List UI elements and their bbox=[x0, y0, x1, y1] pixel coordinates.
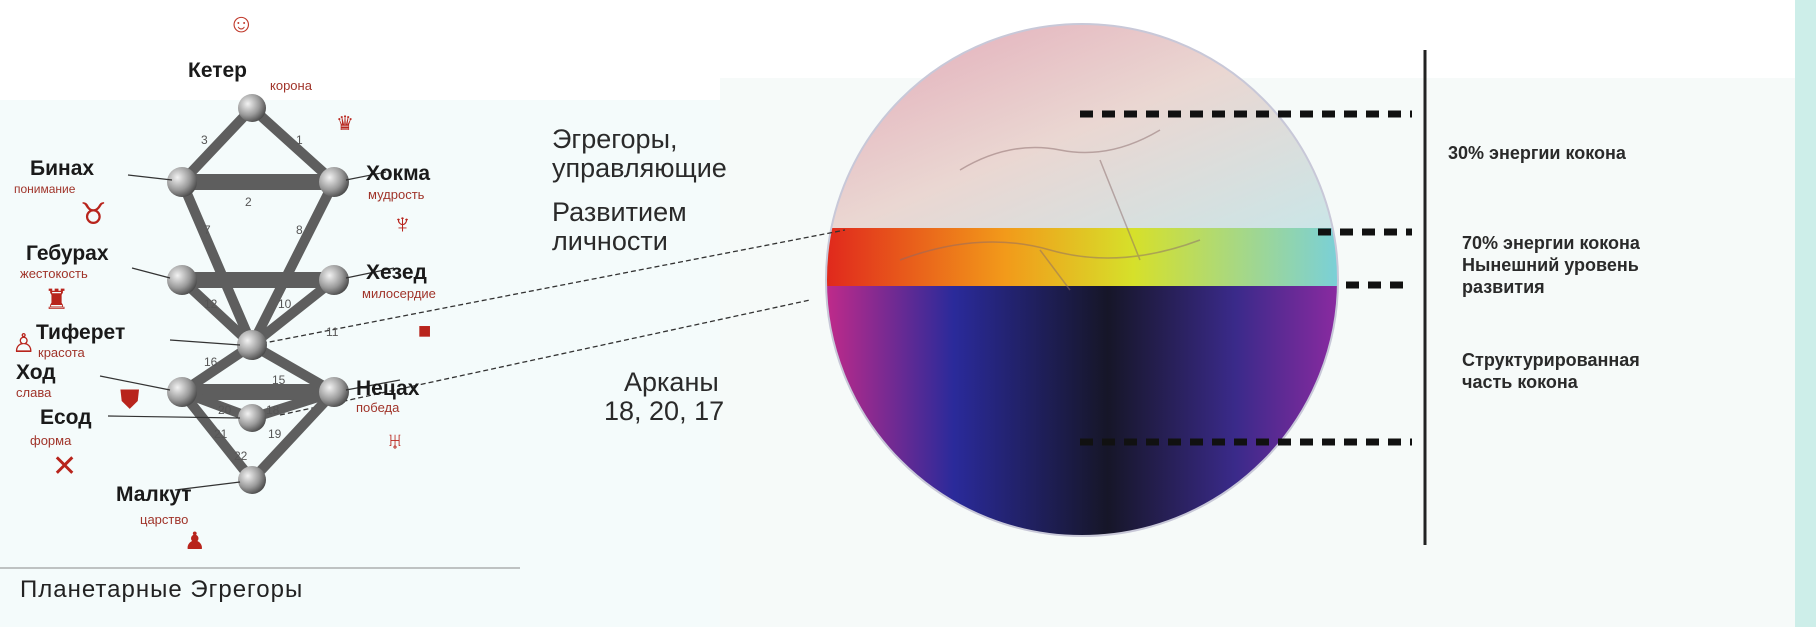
yesod-sub: форма bbox=[30, 433, 72, 448]
energy-70-line2: Нынешний уровень bbox=[1462, 255, 1639, 275]
footer-caption: Планетарные Эгрегоры bbox=[20, 576, 304, 603]
geburah-label: Гебурах bbox=[26, 242, 109, 265]
path-number: 11 bbox=[326, 325, 339, 339]
tree-nodes bbox=[167, 94, 349, 494]
path-number: 12 bbox=[204, 297, 218, 311]
path-number: 7 bbox=[204, 223, 211, 237]
netzah-sub: победа bbox=[356, 400, 400, 415]
structured-line2: часть кокона bbox=[1462, 372, 1578, 392]
energy-70-line1: 70% энергии кокона bbox=[1462, 233, 1640, 253]
geburah-sub: жестокость bbox=[20, 266, 88, 281]
binah-sub: понимание bbox=[14, 182, 76, 196]
crown-icon: ♛ bbox=[336, 113, 354, 135]
tiferet-sub: красота bbox=[38, 345, 85, 360]
egregors-text-line3: Развитием bbox=[552, 197, 687, 227]
shield-icon: ⛊ bbox=[120, 384, 140, 414]
path-number: 15 bbox=[272, 373, 286, 387]
keter-label: Кетер bbox=[188, 59, 248, 82]
connector-lower bbox=[279, 299, 811, 416]
malkut-label: Малкут bbox=[116, 483, 192, 506]
path-number: 22 bbox=[234, 449, 248, 463]
top-band bbox=[0, 0, 1816, 92]
malkut-sub: царство bbox=[140, 512, 189, 527]
hesed-label: Хезед bbox=[366, 261, 427, 284]
path-number: 21 bbox=[214, 427, 228, 441]
bell-icon: ♟ bbox=[184, 528, 206, 555]
path-number: 20 bbox=[218, 403, 232, 417]
chalice-icon: ♅ bbox=[386, 428, 404, 455]
candelabra-icon: ♆ bbox=[392, 208, 413, 239]
hesed-sub: милосердие bbox=[362, 286, 436, 301]
arcana-line1: Арканы bbox=[624, 367, 719, 397]
cross-icon: ✕ bbox=[52, 450, 78, 483]
path-number: 1 bbox=[296, 133, 303, 147]
tiferet-label: Тиферет bbox=[36, 321, 126, 344]
hokhma-sub: мудрость bbox=[368, 187, 425, 202]
path-number: 19 bbox=[268, 427, 282, 441]
path-number: 16 bbox=[204, 355, 218, 369]
egregors-text-line2: управляющие bbox=[552, 153, 727, 183]
energy-70-line3: развития bbox=[1462, 277, 1545, 297]
path-number: 2 bbox=[245, 195, 252, 209]
arcana-line2: 18, 20, 17 bbox=[604, 396, 725, 426]
sphere-outline bbox=[825, 23, 1339, 537]
hod-sub: слава bbox=[16, 385, 52, 400]
hod-label: Ход bbox=[16, 361, 56, 384]
castle-icon: ♜ bbox=[44, 284, 70, 315]
binah-label: Бинах bbox=[30, 157, 95, 180]
path-number: 10 bbox=[278, 297, 292, 311]
yesod-label: Есод bbox=[40, 406, 92, 429]
bull-icon: ♉ bbox=[80, 198, 107, 231]
energy-30-label: 30% энергии кокона bbox=[1448, 143, 1626, 163]
egregors-text-line4: личности bbox=[552, 226, 668, 256]
egregors-text-line1: Эгрегоры, bbox=[552, 124, 678, 154]
square-icon: ■ bbox=[418, 318, 432, 343]
path-number: 3 bbox=[201, 133, 208, 147]
keter-sub: корона bbox=[270, 78, 312, 93]
figure-icon: ♙ bbox=[12, 328, 36, 358]
connector-upper bbox=[253, 229, 846, 346]
left-panel bbox=[0, 100, 720, 627]
face-icon: ☺ bbox=[228, 8, 255, 38]
hokhma-label: Хокма bbox=[366, 162, 431, 185]
path-number: 8 bbox=[296, 223, 303, 237]
path-number: 18 bbox=[266, 403, 280, 417]
structured-line1: Структурированная bbox=[1462, 350, 1640, 370]
netzah-label: Нецах bbox=[356, 377, 420, 400]
right-edge-strip bbox=[1795, 0, 1816, 627]
leader-lines bbox=[99, 171, 401, 491]
